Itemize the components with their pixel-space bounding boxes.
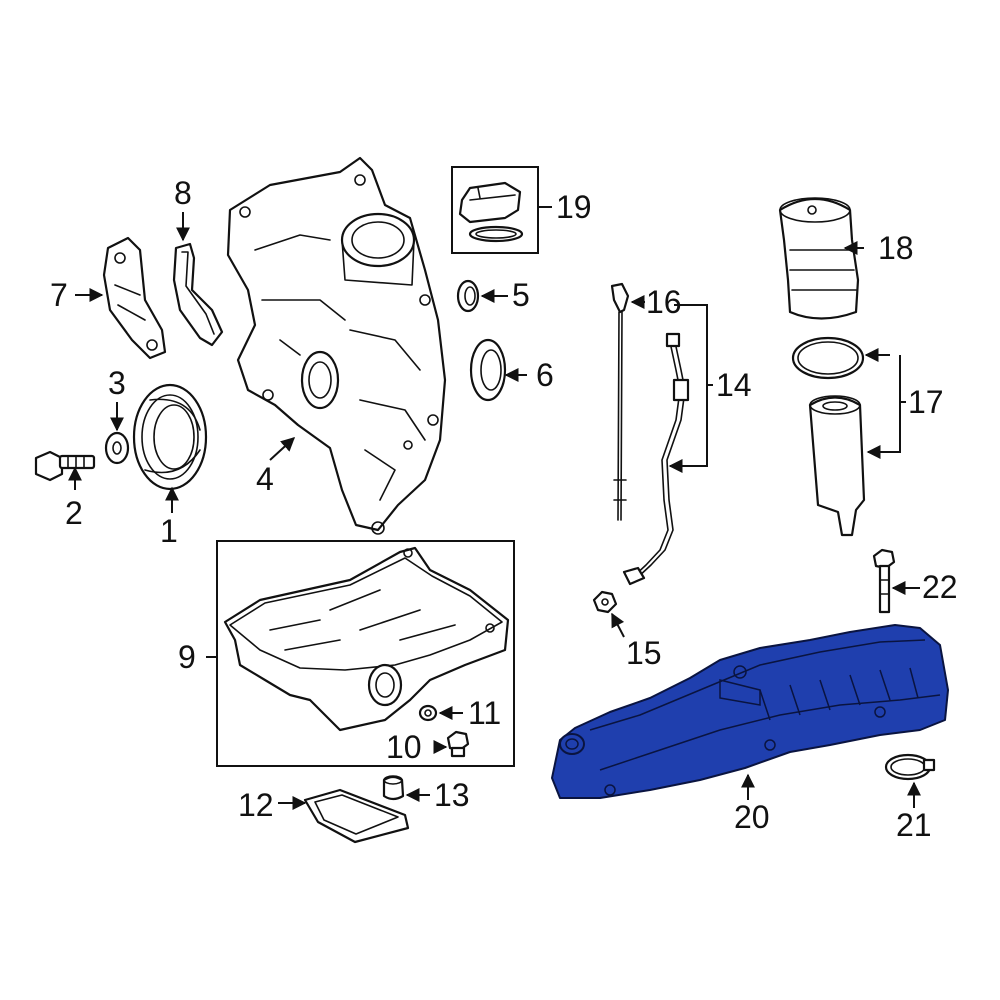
part-1-pulley[interactable] (132, 383, 208, 491)
part-17-o-ring[interactable] (791, 336, 865, 380)
part-15-nut[interactable] (592, 590, 618, 614)
part-8-gasket[interactable] (172, 242, 224, 347)
callout-16: 16 (646, 284, 682, 320)
callout-20: 20 (734, 799, 770, 835)
part-18-filter-cap[interactable] (778, 197, 860, 320)
part-13-plug[interactable] (382, 775, 405, 801)
callout-2: 2 (65, 495, 83, 531)
callout-5: 5 (512, 277, 530, 313)
part-12-cover[interactable] (303, 788, 410, 844)
callout-14: 14 (716, 367, 752, 403)
callout-12: 12 (238, 787, 274, 823)
part-14-dipstick-tube[interactable] (622, 332, 690, 586)
callout-10: 10 (386, 729, 422, 765)
callout-1: 1 (160, 513, 178, 549)
part-21-clamp[interactable] (884, 753, 936, 781)
callout-13: 13 (434, 777, 470, 813)
part-19-cap[interactable] (458, 181, 524, 243)
part-11-washer[interactable] (418, 704, 438, 722)
part-10-drain-plug[interactable] (446, 730, 470, 758)
callout-7: 7 (50, 277, 68, 313)
leader-lines (68, 206, 921, 810)
callout-9: 9 (178, 639, 196, 675)
part-4-timing-cover[interactable] (226, 156, 447, 535)
callout-19: 19 (556, 189, 592, 225)
callout-17: 17 (908, 384, 944, 420)
part-22-bolt[interactable] (872, 548, 896, 614)
part-19-group-box (451, 166, 539, 254)
callout-22: 22 (922, 569, 958, 605)
part-17-filter-element[interactable] (808, 395, 866, 537)
callout-3: 3 (108, 365, 126, 401)
callout-4: 4 (256, 461, 274, 497)
callout-21: 21 (896, 807, 932, 843)
part-16-dipstick[interactable] (610, 282, 630, 521)
callout-11: 11 (468, 695, 501, 731)
callout-15: 15 (626, 635, 662, 671)
callout-8: 8 (174, 175, 192, 211)
part-20-intake-manifold[interactable] (551, 624, 949, 799)
part-2-bolt[interactable] (34, 450, 96, 482)
part-3-washer[interactable] (104, 431, 130, 465)
callout-6: 6 (536, 357, 554, 393)
part-9-oil-pan[interactable] (223, 546, 510, 732)
callout-18: 18 (878, 230, 914, 266)
part-9-group-box (216, 540, 515, 767)
part-5-seal[interactable] (456, 279, 480, 313)
part-7-bracket[interactable] (102, 236, 167, 360)
callout-labels: 1 2 3 4 5 6 7 8 9 10 11 12 13 14 15 16 1… (50, 175, 958, 843)
part-6-seal[interactable] (469, 338, 507, 402)
